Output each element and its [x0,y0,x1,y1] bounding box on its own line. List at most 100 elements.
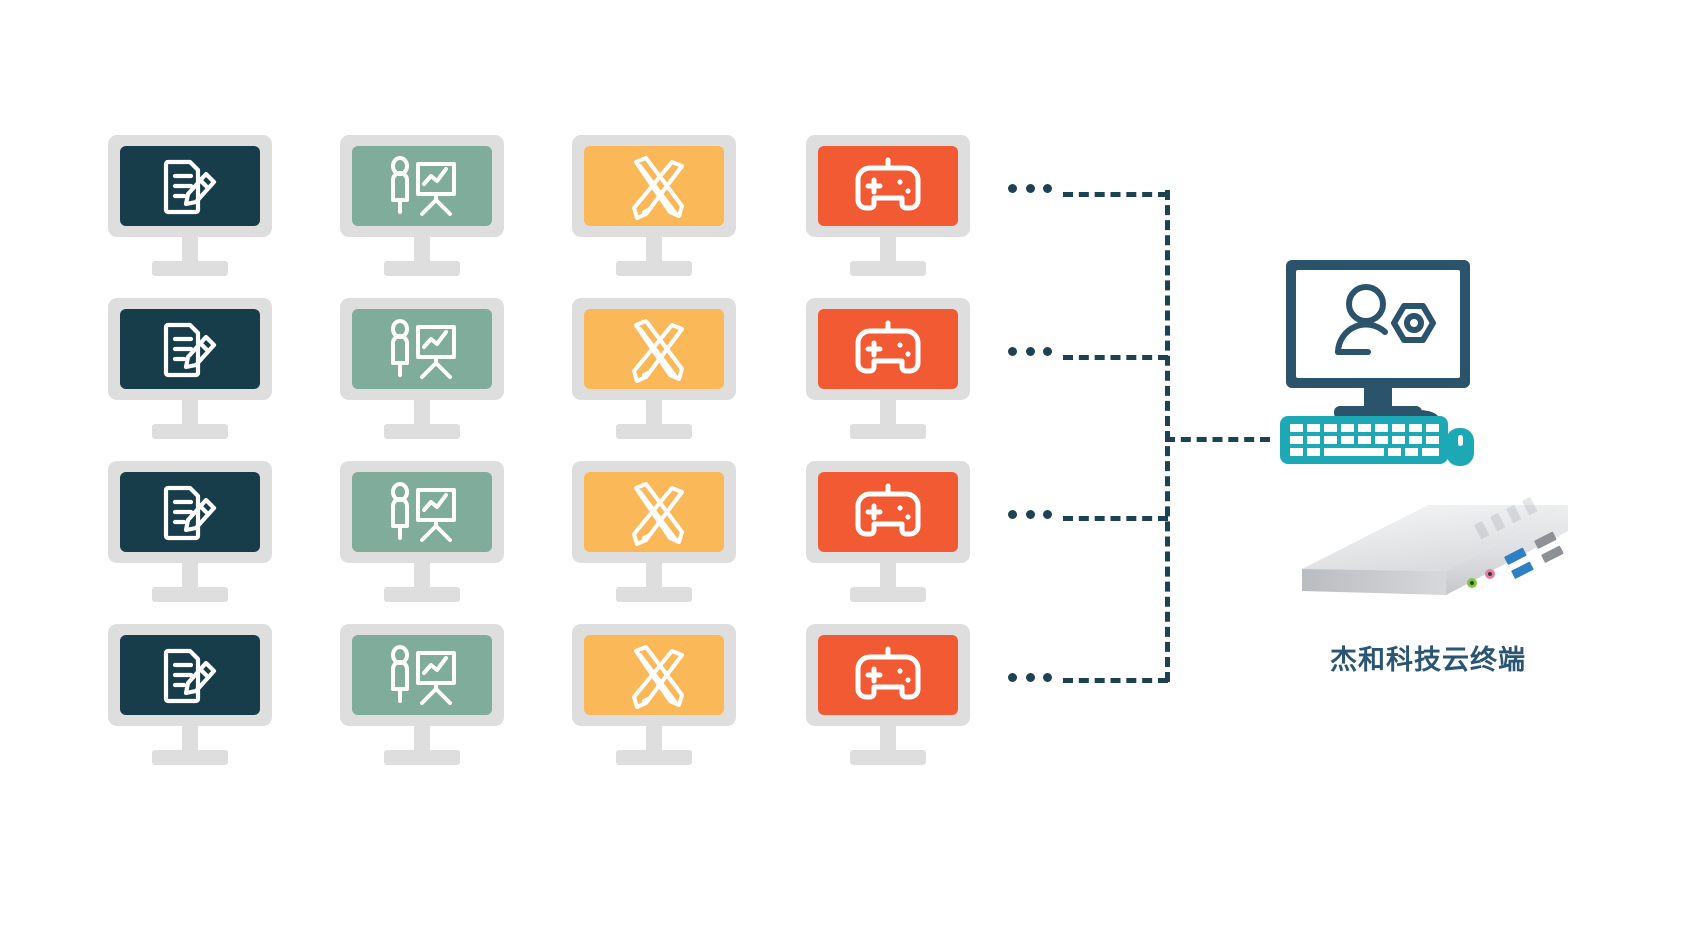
monitor-neck [646,237,662,264]
row-ellipsis [1008,183,1052,193]
connector-branch-row3 [1063,516,1168,521]
game-controller-icon [818,309,958,389]
client-monitor-presentation[interactable] [340,624,510,774]
ellipsis-dot [1025,183,1035,193]
io-ports [1467,531,1564,588]
ellipsis-dot [1043,346,1052,356]
monitor-screen [584,309,724,389]
monitor-base [152,750,228,765]
monitor-base [850,587,926,602]
monitor-base [616,750,692,765]
client-monitor-design[interactable] [572,624,742,774]
monitor-screen [584,472,724,552]
client-monitor-document[interactable] [108,461,278,611]
cloud-terminal-label: 杰和科技云终端 [1330,645,1526,675]
monitor-screen [352,146,492,226]
client-monitor-gaming[interactable] [806,298,976,448]
admin-workstation[interactable] [1278,256,1478,466]
presenter-chart-icon [352,146,492,226]
monitor-screen [120,472,260,552]
connector-branch-row1 [1063,192,1168,197]
presenter-chart-icon [352,309,492,389]
client-monitor-document[interactable] [108,624,278,774]
monitor-neck [414,726,430,753]
client-monitor-gaming[interactable] [806,135,976,285]
document-edit-icon [120,146,260,226]
client-monitor-document[interactable] [108,135,278,285]
ellipsis-dot [1043,183,1052,193]
ellipsis-dot [1008,672,1017,682]
presenter-chart-icon [352,635,492,715]
mini-pc-icon[interactable] [1278,491,1568,641]
monitor-neck [880,563,896,590]
monitor-base [152,261,228,276]
game-controller-icon [818,635,958,715]
document-edit-icon [120,635,260,715]
monitor-neck [414,400,430,427]
client-monitor-design[interactable] [572,298,742,448]
client-monitor-gaming[interactable] [806,624,976,774]
game-controller-icon [818,472,958,552]
monitor-base [152,587,228,602]
monitor-base [850,424,926,439]
monitor-neck [880,726,896,753]
presenter-chart-icon [352,472,492,552]
ellipsis-dot [1043,672,1052,682]
monitor-screen [352,309,492,389]
monitor-base [850,261,926,276]
ellipsis-dot [1043,509,1052,519]
mouse-icon [1446,428,1474,466]
monitor-screen [818,146,958,226]
monitor-base [616,424,692,439]
keyboard-icon [1280,416,1448,464]
connector-branch-row2 [1063,355,1168,360]
monitor-base [850,750,926,765]
terminal-monitor-icon [1286,260,1470,419]
monitor-neck [414,237,430,264]
monitor-screen [818,309,958,389]
ellipsis-dot [1025,346,1035,356]
monitor-screen [584,146,724,226]
monitor-base [384,587,460,602]
ellipsis-dot [1008,509,1017,519]
connector-to-terminal [1165,437,1270,442]
connector-trunk [1165,190,1170,682]
monitor-screen [818,472,958,552]
user-settings-icon [1335,284,1436,355]
client-monitor-gaming[interactable] [806,461,976,611]
monitor-base [384,750,460,765]
monitor-screen [120,146,260,226]
monitor-screen [818,635,958,715]
monitor-neck [646,400,662,427]
ellipsis-dot [1008,346,1017,356]
pencil-ruler-icon [584,309,724,389]
game-controller-icon [818,146,958,226]
client-monitor-design[interactable] [572,135,742,285]
monitor-neck [646,726,662,753]
document-edit-icon [120,472,260,552]
client-monitor-presentation[interactable] [340,461,510,611]
pencil-ruler-icon [584,146,724,226]
monitor-screen [352,472,492,552]
row-ellipsis [1008,672,1052,682]
monitor-screen [120,635,260,715]
ellipsis-dot [1025,672,1035,682]
client-monitor-presentation[interactable] [340,135,510,285]
monitor-neck [880,400,896,427]
monitor-neck [414,563,430,590]
monitor-base [384,424,460,439]
client-monitor-presentation[interactable] [340,298,510,448]
ellipsis-dot [1025,509,1035,519]
client-monitor-design[interactable] [572,461,742,611]
monitor-neck [182,726,198,753]
monitor-base [384,261,460,276]
monitor-screen [120,309,260,389]
monitor-base [616,587,692,602]
monitor-base [616,261,692,276]
cloud-terminal-group: 杰和科技云终端 [1278,256,1578,726]
row-ellipsis [1008,346,1052,356]
ellipsis-dot [1008,183,1017,193]
connector-branch-row4 [1063,678,1168,683]
client-monitor-document[interactable] [108,298,278,448]
